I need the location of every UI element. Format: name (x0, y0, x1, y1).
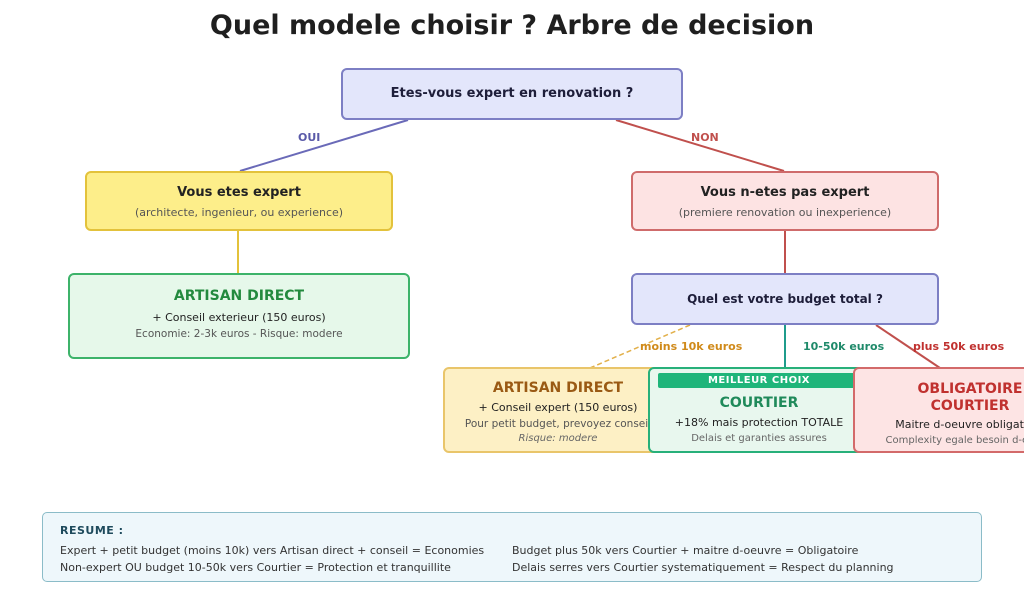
edge-label-no: NON (691, 131, 719, 144)
expert-title: Vous etes expert (177, 185, 301, 200)
courtier-mid-title: COURTIER (719, 395, 799, 411)
expert-box: Vous etes expert (architecte, ingenieur,… (85, 171, 393, 231)
courtier-high-line2: Complexity egale besoin d-expert (885, 435, 1024, 446)
page-title: Quel modele choisir ? Arbre de decision (209, 10, 815, 41)
artisan-direct-low-title: ARTISAN DIRECT (492, 380, 624, 396)
budget-question-box: Quel est votre budget total ? (631, 273, 939, 325)
edge-no-line (615, 119, 785, 172)
courtier-mid-line1: +18% mais protection TOTALE (674, 416, 844, 429)
edge-yes-line (239, 119, 409, 172)
edge-high-budget-line (875, 324, 941, 369)
summary-title: RESUME : (60, 524, 124, 537)
edge-label-yes: OUI (298, 131, 321, 144)
summary-left-line-2: Non-expert OU budget 10-50k vers Courtie… (60, 561, 451, 574)
artisan-direct-expert-title: ARTISAN DIRECT (173, 288, 305, 304)
summary-box: RESUME : Expert + petit budget (moins 10… (42, 512, 982, 582)
non-expert-subtitle: (premiere renovation ou inexperience) (678, 206, 892, 219)
root-question-box: Etes-vous expert en renovation ? (341, 68, 683, 120)
edge-low-budget-line (589, 324, 691, 369)
root-question-text: Etes-vous expert en renovation ? (390, 86, 634, 101)
artisan-direct-expert-box: ARTISAN DIRECT + Conseil exterieur (150 … (68, 273, 410, 359)
edge-label-high-budget: plus 50k euros (913, 340, 1005, 353)
artisan-direct-low-line2: Pour petit budget, prevoyez conseil (464, 418, 652, 430)
summary-right-line-2: Delais serres vers Courtier systematique… (512, 561, 894, 574)
non-expert-box: Vous n-etes pas expert (premiere renovat… (631, 171, 939, 231)
edge-label-low-budget: moins 10k euros (640, 340, 743, 353)
courtier-mid-line2: Delais et garanties assures (691, 433, 827, 444)
artisan-direct-low-budget-box: ARTISAN DIRECT + Conseil expert (150 eur… (443, 367, 673, 453)
best-choice-badge: MEILLEUR CHOIX (658, 373, 860, 388)
expert-subtitle: (architecte, ingenieur, ou experience) (134, 206, 344, 219)
artisan-direct-low-line3: Risque: modere (518, 433, 598, 444)
budget-question-text: Quel est votre budget total ? (687, 292, 883, 306)
courtier-high-line1: Maitre d-oeuvre obligatoire (895, 418, 1024, 431)
courtier-high-title2: COURTIER (930, 398, 1010, 414)
summary-left-line-1: Expert + petit budget (moins 10k) vers A… (60, 544, 485, 557)
non-expert-title: Vous n-etes pas expert (700, 185, 870, 200)
courtier-high-budget-box: OBLIGATOIRE COURTIER Maitre d-oeuvre obl… (853, 367, 1024, 453)
edge-label-mid-budget: 10-50k euros (803, 340, 885, 353)
summary-right-line-1: Budget plus 50k vers Courtier + maitre d… (512, 544, 859, 557)
artisan-direct-low-line1: + Conseil expert (150 euros) (478, 401, 638, 414)
courtier-mid-budget-box: MEILLEUR CHOIX COURTIER +18% mais protec… (648, 367, 870, 453)
artisan-direct-expert-line1: + Conseil exterieur (150 euros) (152, 311, 326, 324)
courtier-high-title1: OBLIGATOIRE (917, 381, 1023, 397)
artisan-direct-expert-line2: Economie: 2-3k euros - Risque: modere (135, 328, 343, 340)
